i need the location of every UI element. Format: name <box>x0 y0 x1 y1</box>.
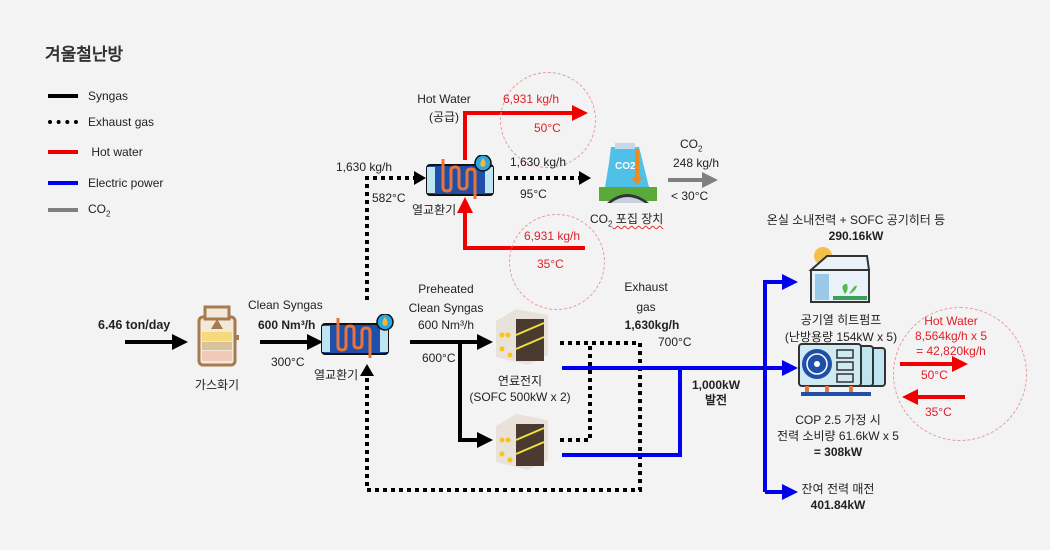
hp-hot-water-line1: 8,564kg/h x 5 <box>914 329 988 343</box>
legend-item-co2: CO2 <box>48 202 110 218</box>
co2-capture-icon: CO2 <box>597 143 659 205</box>
exhaust-flow: 1,630kg/h <box>624 318 680 332</box>
hp-hot-water-title: Hot Water <box>924 314 978 328</box>
hot-water-supply-flow: 6,931 kg/h <box>503 92 560 106</box>
legend-label: Syngas <box>88 89 129 103</box>
legend-swatch-syngas <box>48 94 78 98</box>
syngas-branch-line <box>458 342 493 448</box>
legend-item-exhaust: Exhaust gas <box>48 114 154 130</box>
legend-swatch-electric <box>48 181 78 185</box>
hot-water-return-flow: 6,931 kg/h <box>524 229 581 243</box>
page-title: 겨울철난방 <box>45 45 124 64</box>
hx-upper-label: 열교환기 <box>412 203 457 217</box>
legend-item-syngas: Syngas <box>48 88 128 104</box>
exhaust-to-hx-line <box>365 176 415 300</box>
gasifier-label: 가스화기 <box>194 378 240 392</box>
power-value: 1,000kW <box>691 378 741 392</box>
hp-return-temp: 35°C <box>925 405 952 419</box>
hp-hot-water-circle <box>893 307 1027 441</box>
hot-water-supply-line2: (공급) <box>428 110 460 124</box>
svg-text:CO2: CO2 <box>615 161 636 172</box>
legend-item-hot-water: Hot water <box>48 144 143 160</box>
legend-label: Exhaust gas <box>88 115 155 129</box>
fuel-cell-line1: 연료전지 <box>497 374 543 388</box>
exhaust-to-hx-flow: 1,630 kg/h <box>336 160 393 174</box>
exhaust-arrowhead <box>360 364 374 376</box>
hot-water-supply-circle <box>500 72 596 168</box>
legend-swatch-hot-water <box>48 150 78 154</box>
legend-swatch-co2 <box>48 208 78 212</box>
fuel-cell-icon <box>492 305 552 367</box>
legend-label: Hot water <box>88 145 143 159</box>
exhaust-fc-top-line <box>365 341 642 492</box>
legend-label: Electric power <box>88 176 164 190</box>
heat-exchanger-icon <box>318 313 398 360</box>
legend-label: CO2 <box>88 201 111 219</box>
exhaust-fc-bottom-line <box>560 343 592 442</box>
power-label: 발전 <box>704 393 728 407</box>
gasifier-icon <box>195 305 240 367</box>
exhaust-temp: 700°C <box>658 335 692 349</box>
greenhouse-icon <box>805 242 873 304</box>
fuel-cell-line2: (SOFC 500kW x 2) <box>469 390 571 404</box>
clean-syngas-flow: 600 Nm³/h <box>258 318 316 332</box>
preheated-line2: Clean Syngas <box>408 301 484 315</box>
legend-item-electric: Electric power <box>48 175 163 191</box>
heat-pump-line2: (난방용량 154kW x 5) <box>784 330 898 344</box>
power-greenhouse-line <box>763 274 798 492</box>
hot-water-return-circle <box>509 214 605 310</box>
hp-hot-water-line2: = 42,820kg/h <box>916 344 986 358</box>
heat-pump-cop-line3: = 308kW <box>813 445 863 459</box>
co2-out-temp: < 30°C <box>671 189 709 203</box>
preheated-temp: 600°C <box>422 351 456 365</box>
exhaust-line2: gas <box>636 300 656 314</box>
clean-syngas-title: Clean Syngas <box>248 298 323 312</box>
hot-water-supply-temp: 50°C <box>534 121 561 135</box>
hp-supply-temp: 50°C <box>921 368 948 382</box>
surplus-value: 401.84kW <box>810 498 866 512</box>
exhaust-to-capture-flow: 1,630 kg/h <box>510 155 567 169</box>
exhaust-line1: Exhaust <box>624 280 668 294</box>
preheated-flow: 600 Nm³/h <box>417 318 475 332</box>
hot-water-return-temp: 35°C <box>537 257 564 271</box>
preheated-line1: Preheated <box>418 282 474 296</box>
fuel-cell-icon <box>492 410 552 472</box>
hot-water-supply-line1: Hot Water <box>417 92 471 106</box>
co2-out-label: CO2 <box>680 137 703 154</box>
exhaust-to-hx-temp: 582°C <box>372 191 406 205</box>
greenhouse-value: 290.16kW <box>828 229 884 243</box>
heat-pump-line1: 공기열 히트펌프 <box>800 313 882 327</box>
feed-rate: 6.46 ton/day <box>98 318 171 332</box>
heat-pump-icon <box>795 342 890 397</box>
co2-capture-label: CO2 포집 장치 <box>590 212 664 229</box>
clean-syngas-temp: 300°C <box>271 355 305 369</box>
exhaust-to-capture-temp: 95°C <box>520 187 547 201</box>
heat-exchanger-icon <box>423 154 503 201</box>
surplus-line1: 잔여 전력 매전 <box>801 482 875 496</box>
legend-swatch-exhaust <box>48 120 78 124</box>
exhaust-arrowhead <box>414 171 426 185</box>
greenhouse-line1: 온실 소내전력 + SOFC 공기히터 등 <box>766 213 946 227</box>
heat-pump-cop-line1: COP 2.5 가정 시 <box>795 413 881 427</box>
heat-pump-cop-line2: 전력 소비량 61.6kW x 5 <box>777 429 899 443</box>
co2-out-flow: 248 kg/h <box>673 156 720 170</box>
exhaust-arrowhead <box>579 171 591 185</box>
power-fc-bottom-line <box>562 368 682 457</box>
hx-lower-label: 열교환기 <box>314 368 359 382</box>
